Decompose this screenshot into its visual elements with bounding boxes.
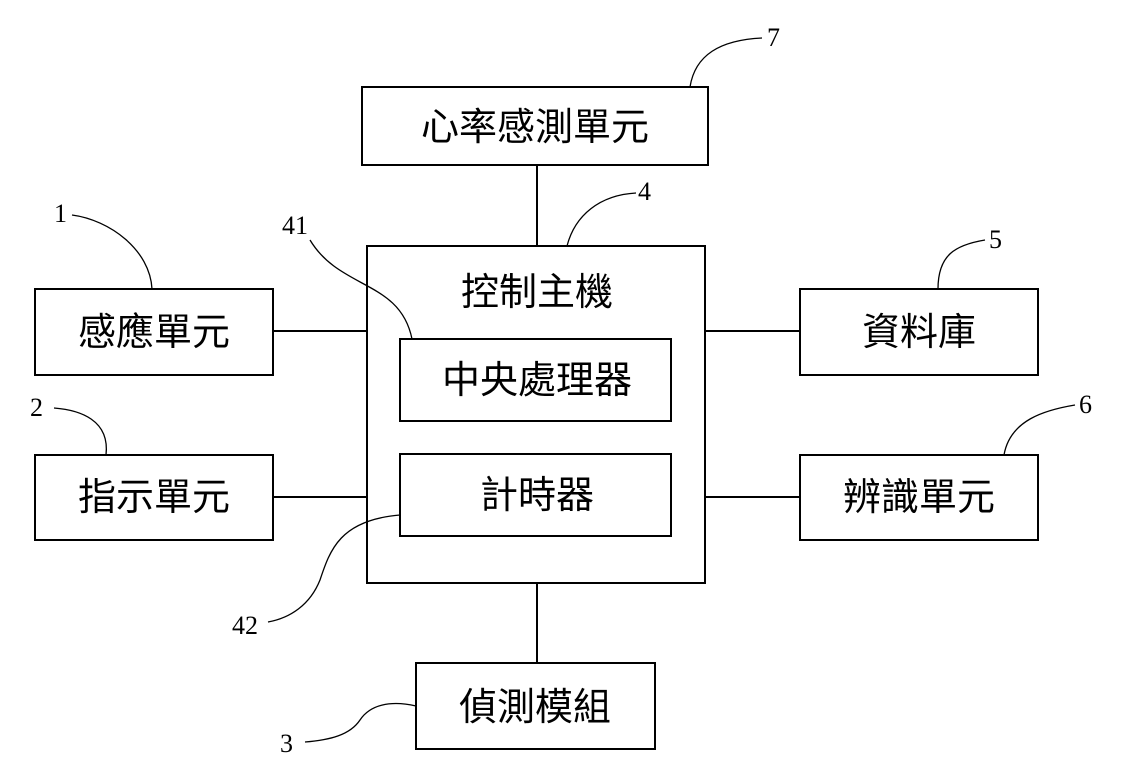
timer-label: 計時器 xyxy=(480,473,594,517)
controller-label: 控制主機 xyxy=(461,270,613,314)
indicator-unit-label: 指示單元 xyxy=(78,475,230,519)
node-heart-rate-unit: 心率感測單元 xyxy=(361,86,709,166)
ref-label-1: 1 xyxy=(54,199,67,228)
leader-5 xyxy=(937,239,986,290)
node-cpu: 中央處理器 xyxy=(399,338,672,422)
leader-6 xyxy=(1003,404,1076,456)
detection-module-label: 偵測模組 xyxy=(459,685,611,729)
database-label: 資料庫 xyxy=(862,310,976,354)
ref-label-3: 3 xyxy=(280,729,293,758)
node-timer: 計時器 xyxy=(399,453,672,537)
ref-label-5: 5 xyxy=(989,225,1002,254)
leader-2 xyxy=(53,407,107,456)
cpu-label: 中央處理器 xyxy=(442,358,632,402)
node-identify-unit: 辨識單元 xyxy=(799,454,1039,541)
identify-unit-label: 辨識單元 xyxy=(843,475,995,519)
ref-label-6: 6 xyxy=(1079,390,1092,419)
node-database: 資料庫 xyxy=(799,288,1039,376)
sensing-unit-label: 感應單元 xyxy=(78,310,230,354)
ref-label-4: 4 xyxy=(638,177,651,206)
leader-7 xyxy=(689,37,763,88)
leader-3 xyxy=(304,702,417,743)
ref-label-41: 41 xyxy=(282,211,308,240)
leader-41 xyxy=(309,239,413,340)
ref-label-7: 7 xyxy=(767,23,780,52)
node-indicator-unit: 指示單元 xyxy=(34,454,274,541)
heart-rate-unit-label: 心率感測單元 xyxy=(421,105,649,149)
ref-label-2: 2 xyxy=(30,393,43,422)
ref-label-42: 42 xyxy=(232,611,258,640)
leader-4 xyxy=(566,192,637,247)
leader-1 xyxy=(71,214,153,290)
node-detection-module: 偵測模組 xyxy=(415,662,656,750)
leader-42 xyxy=(267,514,401,623)
node-sensing-unit: 感應單元 xyxy=(34,288,274,376)
